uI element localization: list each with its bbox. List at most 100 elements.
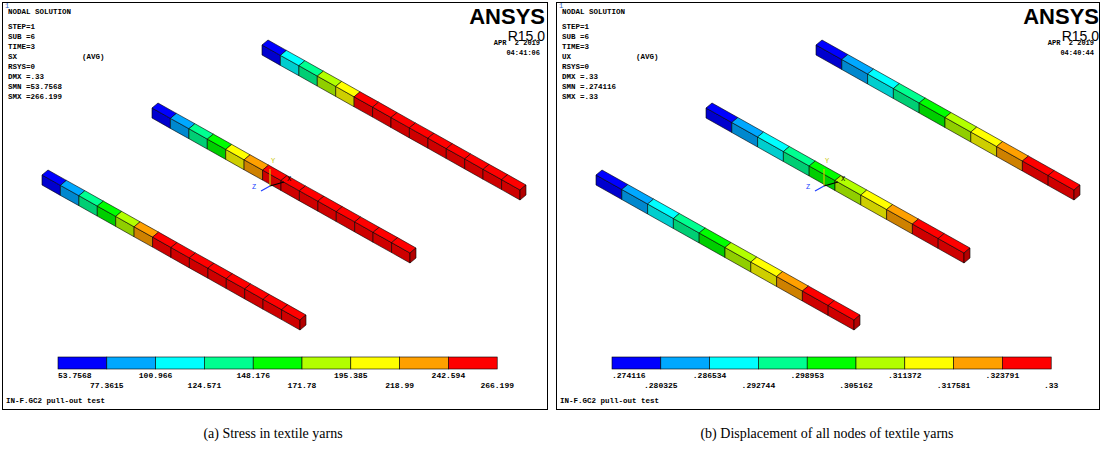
yarn-end-face [1074,185,1080,200]
yarn-top-face [802,286,834,306]
yarn-model [596,40,1080,330]
axis-label: X [287,176,291,183]
yarn-end-face [854,315,860,330]
substep-info: SUB =6 [8,34,35,42]
scale-value: .311372 [888,372,922,380]
axis-label: X [841,176,845,183]
scale-value: .298953 [790,372,824,380]
yarn-top-face [861,190,893,210]
plot-date: APR 2 2019 [494,40,540,47]
software-logo: ANSYS [1023,6,1099,28]
x-axis [824,182,838,186]
yarn-top-face [887,205,919,225]
z-axis [261,186,270,191]
plot-time: 04:40:44 [1060,50,1094,57]
yarn-top-face [868,69,900,89]
substep-info: SUB =6 [562,34,589,42]
color-band [351,357,400,369]
color-band [156,357,205,369]
axis-label: Z [252,184,256,191]
panel-frame [3,3,548,410]
max-displacement: DMX =.33 [8,74,44,82]
scale-value: 218.99 [385,382,414,390]
scale-value: .317581 [937,382,971,390]
yarn-top-face [1022,156,1054,176]
coordinate-system: RSYS=0 [8,64,35,72]
yarn-top-face [816,40,848,60]
scale-value: 124.571 [188,382,222,390]
scale-value: .286534 [693,372,727,380]
panel-frame [557,3,1100,410]
step-info: STEP=1 [8,24,35,32]
scale-value: .323791 [986,372,1020,380]
yarn-top-face [893,84,925,104]
yarn-top-face [622,185,654,205]
axis-label: Y [825,158,829,165]
yarn-top-face [997,142,1029,162]
result-item: SX [8,54,17,62]
yarn-top-face [732,118,764,138]
x-axis [270,182,284,186]
color-band [710,357,759,369]
yarn-top-face [919,98,951,118]
color-band [107,357,156,369]
yarn-top-face [648,199,680,219]
color-bar [612,357,1051,369]
plot-type: NODAL SOLUTION [562,9,625,17]
scale-value: 171.78 [288,382,317,390]
color-band [905,357,954,369]
color-band [807,357,856,369]
yarn-end-face [520,185,526,200]
yarn-top-face [706,103,738,123]
scale-value: .274116 [612,372,646,380]
color-band [758,357,807,369]
max-value: SMX =.33 [562,94,598,102]
yarn-top-face [971,127,1003,147]
scale-value: .292744 [742,382,776,390]
yarn-end-face [300,315,306,330]
textile-yarn [152,103,416,263]
yarn-top-face [725,243,757,263]
model-title: IN-F.GC2 pull-out test [6,398,105,406]
axis-triad [261,169,284,191]
plot-type: NODAL SOLUTION [8,9,71,17]
scale-value: .305162 [839,382,873,390]
color-bar [58,357,497,369]
scale-value: 195.385 [334,372,368,380]
yarn-top-face [842,55,874,75]
max-value: SMX =266.199 [8,94,62,102]
min-value: SMN =.274116 [562,84,616,92]
figure-caption: (a) Stress in textile yarns [203,427,342,441]
figure-caption: (b) Displacement of all nodes of textile… [700,427,953,441]
y-axis [823,169,824,186]
min-value: SMN =53.7568 [8,84,62,92]
averaging-mode: (AVG) [82,54,105,62]
yarn-top-face [938,234,970,254]
max-displacement: DMX =.33 [562,74,598,82]
y-axis [269,169,270,186]
color-band [400,357,449,369]
yarn-top-face [777,272,809,292]
scale-value: 77.3615 [90,382,124,390]
axis-triad [815,169,838,191]
color-band [448,357,497,369]
scale-value: 242.594 [432,372,466,380]
scale-value: 266.199 [480,382,514,390]
yarn-end-face [964,248,970,263]
yarn-top-face [835,176,867,196]
color-band [58,357,107,369]
scale-value: .280325 [644,382,678,390]
color-band [302,357,351,369]
yarn-end-face [410,248,416,263]
yarn-top-face [912,219,944,239]
yarn-top-face [945,113,977,133]
time-info: TIME=3 [8,44,35,52]
yarn-top-face [783,147,815,167]
axis-label: Z [806,184,810,191]
textile-yarn [596,170,860,330]
yarn-model [42,40,526,330]
color-band [204,357,253,369]
plot-time: 04:41:06 [506,50,540,57]
